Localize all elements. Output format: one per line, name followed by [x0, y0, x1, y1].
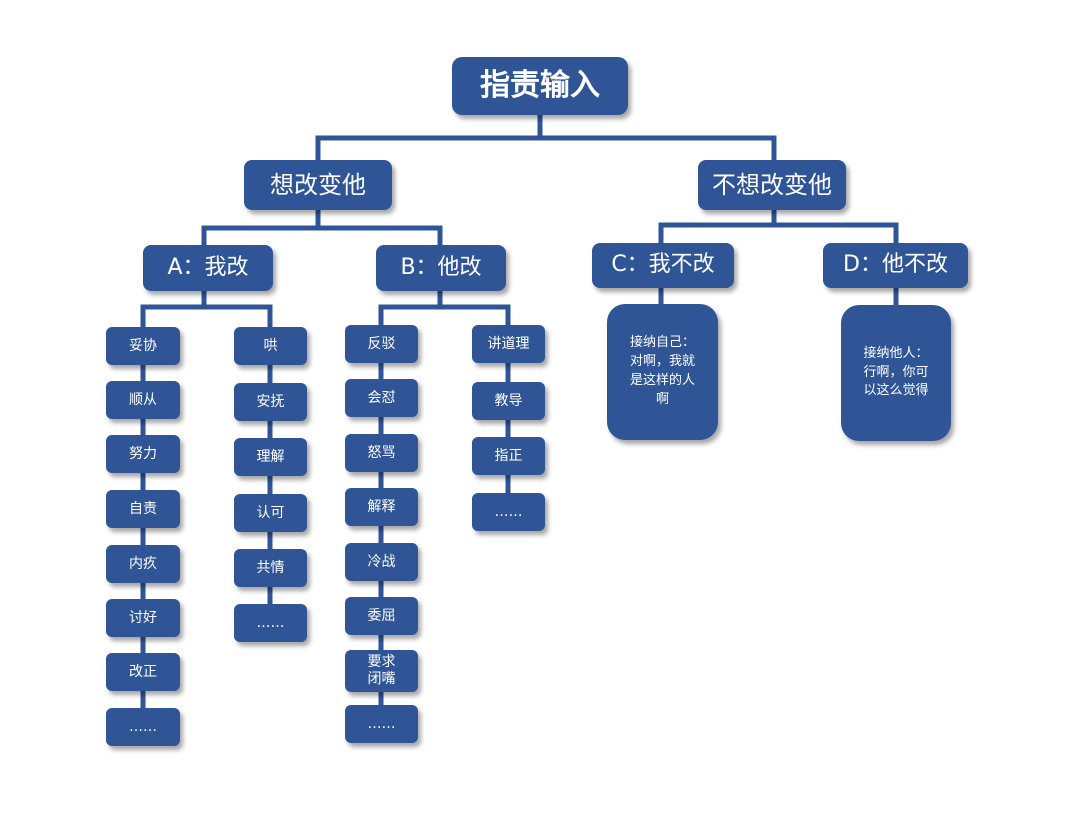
a-right-item: 共情 [234, 549, 307, 587]
not-want-change-node: 不想改变他 [698, 160, 846, 210]
b-right-item: 指正 [472, 437, 545, 475]
b-left-item: 解释 [345, 488, 418, 526]
a-left-item: 妥协 [106, 327, 180, 365]
a-right-item: …… [234, 604, 307, 642]
b-left-item: 冷战 [345, 543, 418, 581]
b-left-item: …… [345, 705, 418, 743]
b-right-item: …… [472, 493, 545, 531]
branch-d-node: D：他不改 [823, 243, 968, 288]
b-right-item: 教导 [472, 382, 545, 420]
branch-a-node: A：我改 [143, 245, 273, 291]
root-node: 指责输入 [452, 57, 628, 115]
a-right-item: 理解 [234, 438, 307, 476]
b-left-item: 要求 闭嘴 [345, 650, 418, 692]
a-left-item: 努力 [106, 435, 180, 473]
a-left-item: 自责 [106, 490, 180, 528]
connector-root [315, 110, 777, 163]
accept-other-note: 接纳他人： 行啊，你可 以这么觉得 [841, 305, 951, 441]
b-left-item: 反驳 [345, 325, 418, 363]
connector-not-want-change [658, 207, 899, 246]
a-left-item: 内疚 [106, 545, 180, 583]
a-left-item: …… [106, 708, 180, 746]
connector-a [140, 287, 273, 330]
connector-want-change [201, 207, 443, 248]
a-right-item: 认可 [234, 494, 307, 532]
b-right-item: 讲道理 [472, 325, 545, 363]
connector-b [378, 287, 511, 328]
b-left-item: 会怼 [345, 379, 418, 417]
a-left-item: 改正 [106, 653, 180, 691]
b-left-item: 怒骂 [345, 434, 418, 472]
accept-self-note: 接纳自己： 对啊，我就 是这样的人 啊 [607, 304, 718, 440]
branch-b-node: B：他改 [376, 245, 506, 291]
a-left-item: 顺从 [106, 381, 180, 419]
branch-c-node: C：我不改 [592, 243, 734, 288]
want-change-node: 想改变他 [244, 160, 392, 210]
a-left-item: 讨好 [106, 599, 180, 637]
b-left-item: 委屈 [345, 597, 418, 635]
a-right-item: 安抚 [234, 383, 307, 421]
a-right-item: 哄 [234, 327, 307, 365]
